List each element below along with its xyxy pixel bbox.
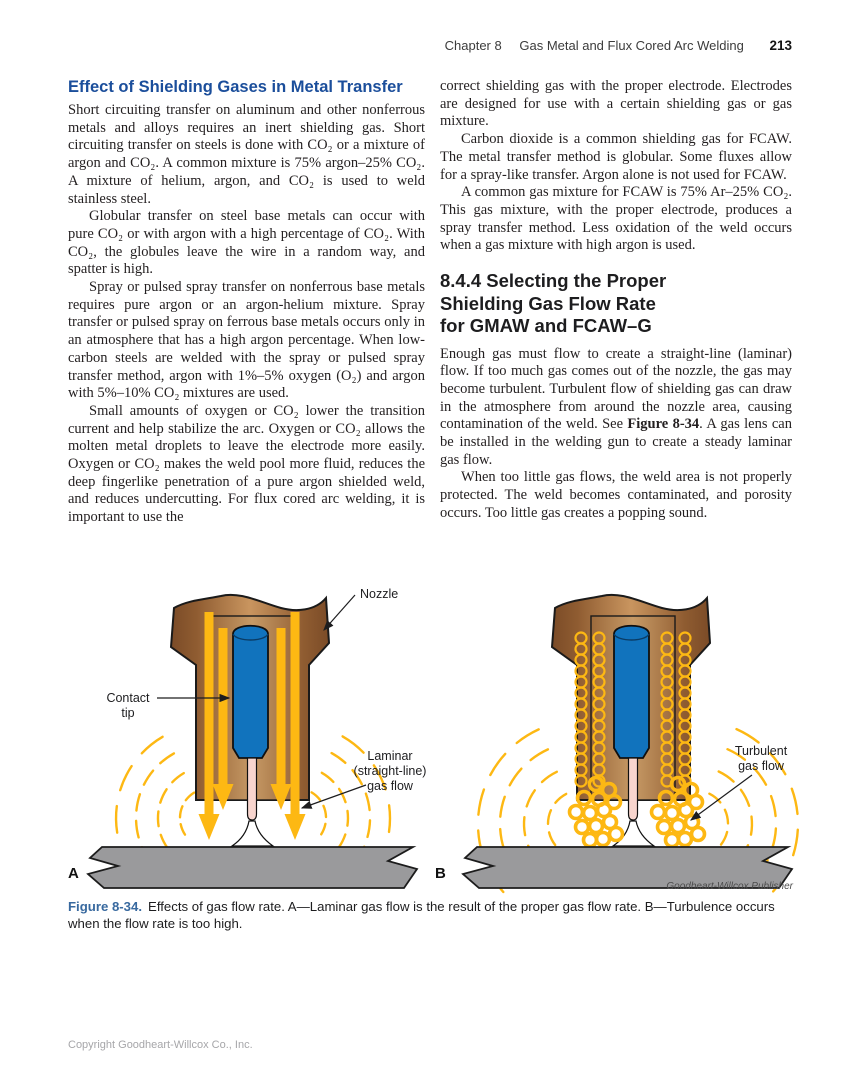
figure-caption: Figure 8-34.Effects of gas flow rate. A—… <box>68 899 790 932</box>
figure-reference: Figure 8-34 <box>627 416 700 433</box>
paragraph: Carbon dioxide is a common shielding gas… <box>440 131 792 183</box>
running-head: Chapter 8 Gas Metal and Flux Cored Arc W… <box>0 38 792 53</box>
paragraph: A common gas mixture for FCAW is 75% Ar–… <box>440 184 792 254</box>
workpiece-plate <box>86 846 419 889</box>
right-column: correct shielding gas with the proper el… <box>440 78 792 523</box>
paragraph-text: . A gas lens can be installed in the wel… <box>440 416 792 468</box>
turbulent-flow-label: Turbulent <box>735 744 788 758</box>
publisher-credit: Goodheart-Willcox Publisher <box>666 881 793 892</box>
turbulent-coil-streams <box>574 631 692 788</box>
laminar-flow-label: (straight-line) <box>354 764 427 778</box>
section-heading-8-4-4: 8.4.4 Selecting the Proper Shielding Gas… <box>440 270 667 337</box>
paragraph: Globular transfer on steel base metals c… <box>68 208 425 278</box>
paragraph: Short circuiting transfer on aluminum an… <box>68 102 425 207</box>
nozzle-label: Nozzle <box>360 587 398 601</box>
contact-tip-label: tip <box>121 706 134 720</box>
paragraph: When too little gas flows, the weld area… <box>440 469 792 521</box>
running-title: Gas Metal and Flux Cored Arc Welding <box>519 38 744 53</box>
paragraph: correct shielding gas with the proper el… <box>440 78 792 130</box>
laminar-flow-arrows <box>198 612 306 840</box>
nozzle-leader-line <box>323 594 356 631</box>
turbulent-flow-leader-line <box>690 774 753 821</box>
laminar-flow-label: Laminar <box>367 749 412 763</box>
laminar-flow-label: gas flow <box>367 779 414 793</box>
left-column: Effect of Shielding Gases in Metal Trans… <box>68 78 425 527</box>
laminar-flow-leader-line <box>300 784 367 809</box>
contact-tip-label: Contact <box>106 691 150 705</box>
paragraph: Small amounts of oxygen or CO₂ lower the… <box>68 402 425 526</box>
paragraph: Spray or pulsed spray transfer on nonfer… <box>68 279 425 402</box>
page-number: 213 <box>769 38 792 53</box>
figure-a-laminar-diagram: Nozzle Contact tip Laminar (straight-lin… <box>68 587 427 889</box>
section-heading-shielding-gases: Effect of Shielding Gases in Metal Trans… <box>68 78 403 96</box>
paragraph-text: Enough gas must flow to create a straigh… <box>440 345 792 433</box>
figure-caption-label: Figure 8-34. <box>68 899 143 914</box>
paragraph: Enough gas must flow to create a straigh… <box>440 346 792 470</box>
diagram-b-marker: B <box>435 865 446 882</box>
figure-caption-text: Effects of gas flow rate. A—Laminar gas … <box>68 899 775 931</box>
workpiece-plate <box>461 846 794 889</box>
diagram-a-marker: A <box>68 865 79 882</box>
copyright-notice: Copyright Goodheart-Willcox Co., Inc. <box>68 1039 253 1051</box>
turbulence-swirl-clusters <box>567 775 707 849</box>
figure-b-turbulent-diagram: Turbulent gas flow B <box>435 593 799 894</box>
turbulent-flow-label: gas flow <box>738 759 785 773</box>
chapter-label: Chapter 8 <box>444 38 502 53</box>
